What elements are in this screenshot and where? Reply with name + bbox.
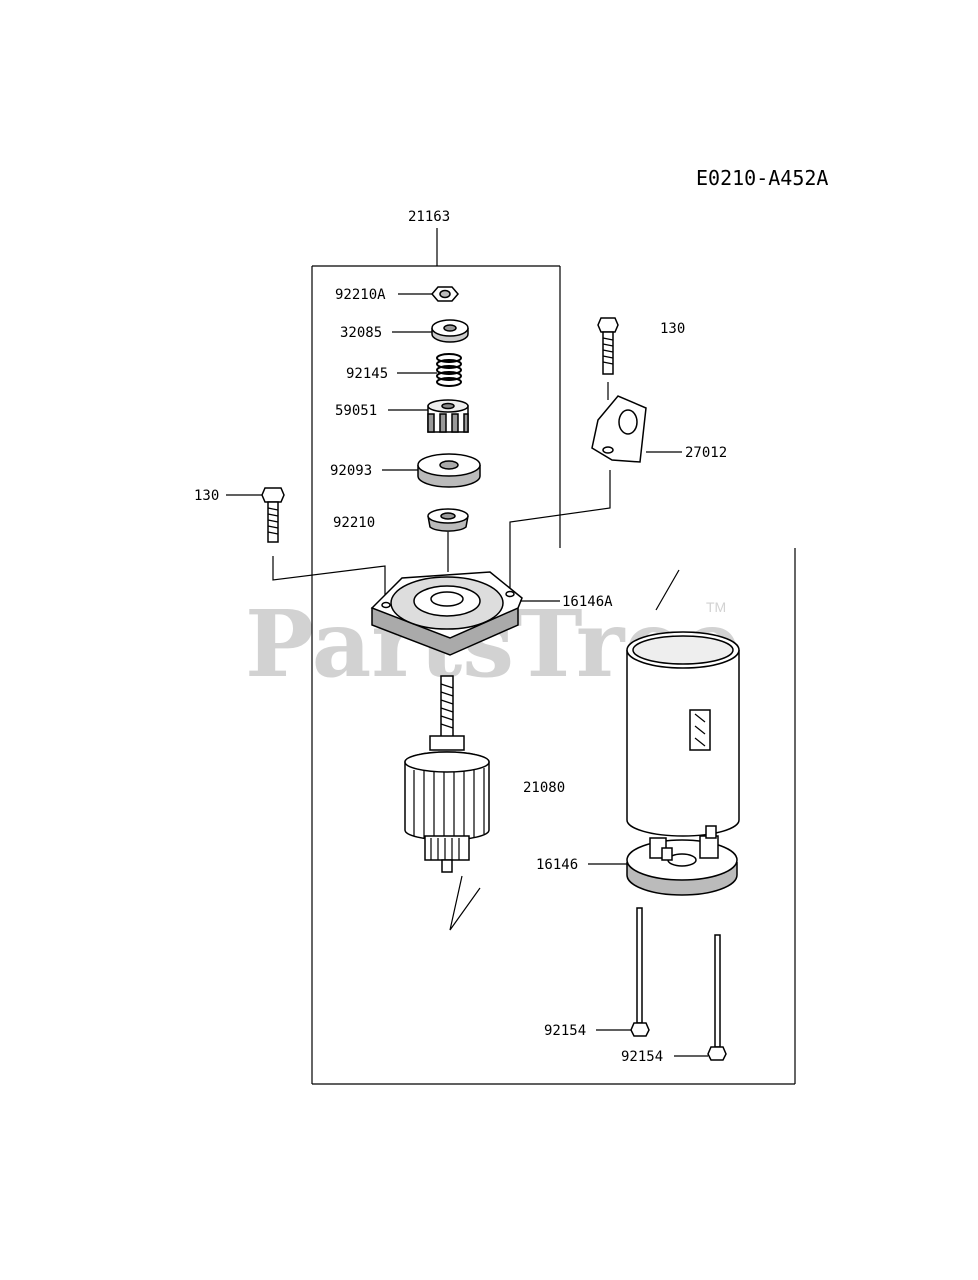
diagram-code: E0210-A452A (696, 166, 828, 190)
brush-holder-16146 (626, 825, 738, 896)
label-130-right[interactable]: 130 (660, 321, 685, 337)
label-32085[interactable]: 32085 (340, 325, 382, 341)
label-92154-b[interactable]: 92154 (621, 1049, 663, 1065)
bolt-130-left (261, 487, 285, 543)
through-bolt-92154-b (707, 934, 727, 1061)
label-92210[interactable]: 92210 (333, 515, 375, 531)
washer-32085 (431, 319, 469, 343)
label-130-left[interactable]: 130 (194, 488, 219, 504)
label-92154-a[interactable]: 92154 (544, 1023, 586, 1039)
watermark-trademark: TM (706, 599, 726, 615)
collar-92210 (427, 508, 469, 532)
assembly-frame (311, 228, 796, 1085)
label-59051[interactable]: 59051 (335, 403, 377, 419)
spring-92145 (436, 353, 462, 387)
label-21080[interactable]: 21080 (523, 780, 565, 796)
bolt-130-right (597, 317, 619, 375)
label-21163[interactable]: 21163 (408, 209, 450, 225)
through-bolt-92154-a (630, 907, 650, 1037)
label-92210A[interactable]: 92210A (335, 287, 386, 303)
nut-92210A (431, 286, 459, 302)
armature (404, 675, 490, 873)
yoke-housing (626, 631, 740, 837)
label-27012[interactable]: 27012 (685, 445, 727, 461)
washer-92093 (417, 453, 481, 488)
label-16146A[interactable]: 16146A (562, 594, 613, 610)
end-cover-16146A (370, 571, 523, 656)
bracket-27012 (591, 395, 647, 463)
label-92145[interactable]: 92145 (346, 366, 388, 382)
label-16146[interactable]: 16146 (536, 857, 578, 873)
label-92093[interactable]: 92093 (330, 463, 372, 479)
pinion-gear-59051 (427, 399, 469, 433)
